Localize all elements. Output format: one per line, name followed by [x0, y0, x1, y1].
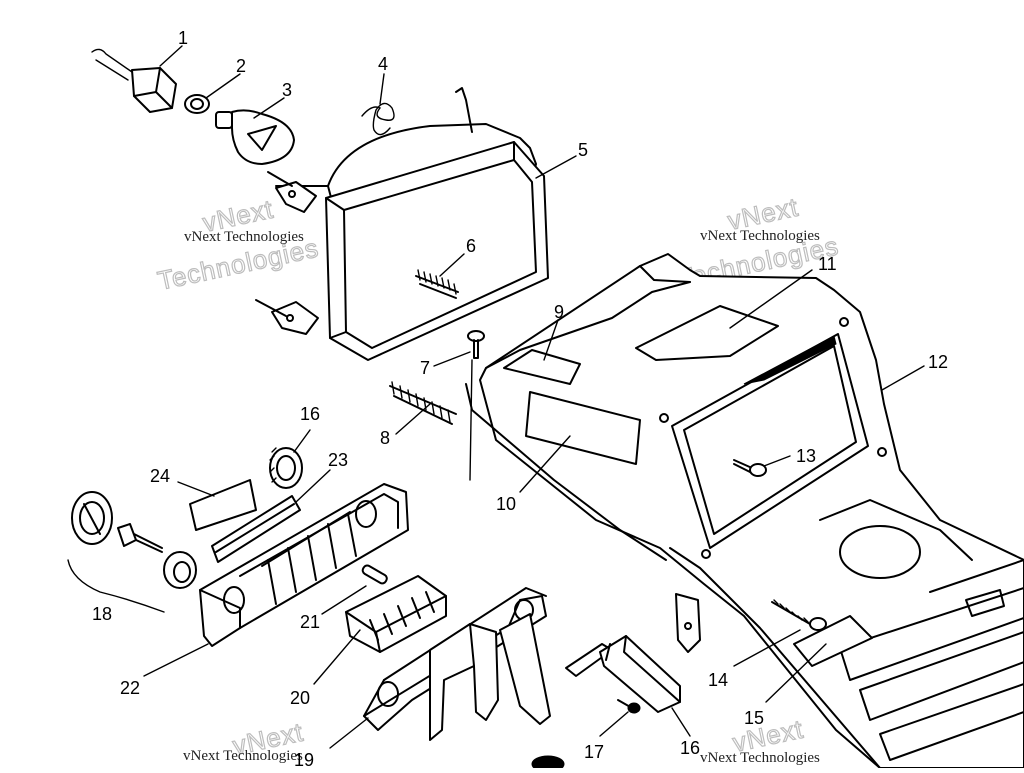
label-part-4: 4: [378, 54, 388, 74]
part-2-socket-ring: [184, 94, 210, 114]
watermark-bottom-left: vNext vNext Technologies: [183, 716, 307, 764]
label-part-18: 18: [92, 604, 112, 624]
label-part-6: 6: [466, 236, 476, 256]
part-16-connector-lower: [565, 635, 681, 713]
part-22-switch-panel: [199, 483, 409, 647]
label-part-11: 11: [818, 254, 837, 274]
label-part-15: 15: [744, 708, 764, 728]
label-part-19: 19: [294, 750, 314, 768]
part-16-grommet-upper: [269, 447, 303, 489]
label-part-24: 24: [150, 466, 170, 486]
part-4-spring-clip: [361, 102, 395, 136]
part-7-screw: [467, 330, 485, 481]
label-part-2: 2: [236, 56, 246, 76]
label-part-14: 14: [708, 670, 728, 690]
label-part-22: 22: [120, 678, 140, 698]
label-part-13: 13: [796, 446, 816, 466]
part-17-screw: [617, 699, 641, 714]
part-18-key-switch: [67, 491, 197, 613]
label-part-16-upper: 16: [300, 404, 320, 424]
label-part-5: 5: [578, 140, 588, 160]
watermark-small-text: vNext Technologies: [184, 229, 304, 245]
part-21-pin: [361, 564, 388, 585]
label-part-23: 23: [328, 450, 348, 470]
part-20-switch-block: [345, 575, 447, 653]
label-part-7: 7: [420, 358, 430, 378]
part-15-decal: [793, 615, 873, 667]
part-9-decal: [503, 349, 581, 385]
part-13-screw: [733, 459, 767, 477]
label-part-17: 17: [584, 742, 604, 762]
part-14-screw: [771, 599, 827, 631]
leader-lines: [143, 45, 925, 749]
watermark-small-text: vNext Technologies: [183, 748, 303, 764]
label-part-21: 21: [300, 612, 320, 632]
part-10-decal: [525, 391, 641, 465]
label-part-3: 3: [282, 80, 292, 100]
part-6-spring: [415, 269, 459, 299]
label-part-16-lower: 16: [680, 738, 700, 758]
part-12-dash-console: [465, 253, 1024, 769]
label-part-1: 1: [178, 28, 188, 48]
part-3-bulb: [215, 109, 295, 165]
part-8-spring: [389, 381, 457, 425]
watermark-small-text: vNext Technologies: [700, 750, 820, 766]
part-19-bracket: [363, 587, 565, 773]
part-1-connector: [91, 48, 177, 113]
part-5-headlight-assembly: [255, 87, 549, 361]
label-part-8: 8: [380, 428, 390, 448]
label-part-12: 12: [928, 352, 948, 372]
part-24-decal: [189, 479, 257, 531]
part-23-bezel: [211, 495, 301, 563]
part-number-labels: 1 2 3 4 5 6 7 8 9 10 11 12 13 14 15 16 1…: [92, 28, 948, 770]
watermark-small-text: vNext Technologies: [700, 228, 820, 244]
label-part-9: 9: [554, 302, 564, 322]
label-part-20: 20: [290, 688, 310, 708]
watermark-bottom-right: vNext vNext Technologies: [700, 713, 820, 766]
label-part-10: 10: [496, 494, 516, 514]
